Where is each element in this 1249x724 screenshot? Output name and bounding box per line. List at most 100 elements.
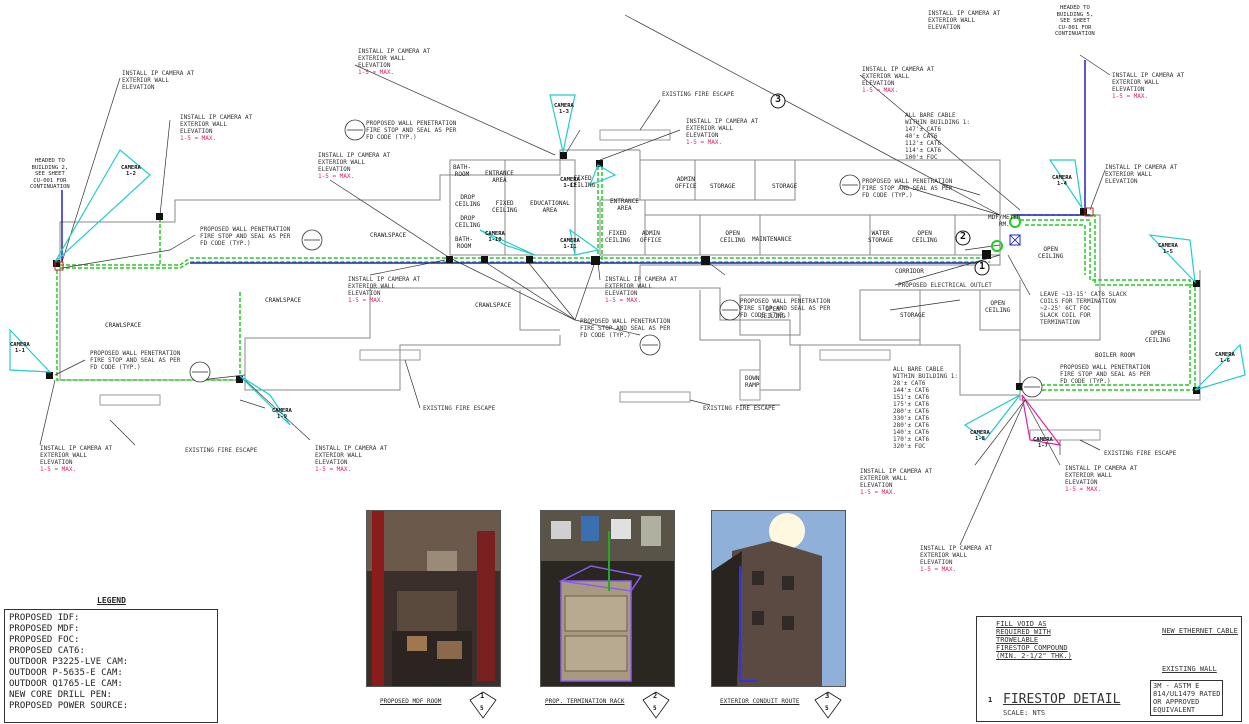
camera-1-11-label: CAMERA 1-11 bbox=[560, 238, 580, 250]
room-open-ceiling: OPEN CEILING bbox=[985, 300, 1011, 314]
install-note: INSTALL IP CAMERA AT EXTERIOR WALL ELEVA… bbox=[686, 118, 759, 146]
camera-1-7-label: CAMERA 1-7 bbox=[1033, 437, 1053, 449]
photo-exterior-conduit-route bbox=[711, 510, 846, 687]
camera-1-1-label: CAMERA 1-1 bbox=[10, 342, 30, 354]
camera-1-6-label: CAMERA 1-6 bbox=[1215, 352, 1235, 364]
room-open-ceiling: OPEN CEILING bbox=[1145, 330, 1171, 344]
legend-row-cam-p5635: OUTDOOR P-5635-E CAM: bbox=[9, 668, 123, 678]
room-bathroom: BATH- ROOM bbox=[453, 164, 472, 178]
legend-box: PROPOSED IDF: PROPOSED MDF: PROPOSED FOC… bbox=[4, 609, 218, 723]
room-entrance-area: ENTRANCE AREA bbox=[610, 198, 639, 212]
legend-row-cat6: PROPOSED CAT6: bbox=[9, 646, 85, 656]
camera-1-4-label: CAMERA 1-4 bbox=[1052, 175, 1072, 187]
legend-title: LEGEND bbox=[97, 596, 126, 605]
cable-summary-note: ALL BARE CABLE WITHIN BUILDING 1: 147'± … bbox=[905, 112, 971, 161]
room-admin-office: ADMIN OFFICE bbox=[640, 230, 662, 244]
photo-proposed-mdf-room bbox=[366, 510, 501, 687]
photo-sheet-number: 5 bbox=[653, 705, 657, 712]
room-open-ceiling: OPEN CEILING bbox=[760, 306, 786, 320]
photo-termination-rack bbox=[540, 510, 675, 687]
room-open-ceiling: OPEN CEILING bbox=[912, 230, 938, 244]
wall-penetration-note: PROPOSED WALL PENETRATION FIRE STOP AND … bbox=[580, 318, 671, 339]
install-note: INSTALL IP CAMERA AT EXTERIOR WALL ELEVA… bbox=[920, 545, 993, 573]
firestop-title: FIRESTOP DETAIL bbox=[1003, 692, 1121, 707]
install-note: INSTALL IP CAMERA AT EXTERIOR WALL ELEVA… bbox=[605, 276, 678, 304]
legend-row-cam-p3225: OUTDOOR P3225-LVE CAM: bbox=[9, 657, 129, 667]
wall-penetration-note: PROPOSED WALL PENETRATION FIRE STOP AND … bbox=[366, 120, 457, 141]
room-maintenance: MAINTENANCE bbox=[752, 236, 792, 243]
install-note: INSTALL IP CAMERA AT EXTERIOR WALL ELEVA… bbox=[1105, 164, 1178, 185]
marker-1: 1 bbox=[979, 261, 986, 272]
install-note: INSTALL IP CAMERA AT EXTERIOR WALL ELEVA… bbox=[122, 70, 195, 91]
firestop-number: 1 bbox=[988, 696, 993, 704]
room-storage: STORAGE bbox=[710, 183, 736, 190]
slack-coil-note: LEAVE ~13-15' CAT6 SLACK COILS FOR TERMI… bbox=[1040, 291, 1127, 326]
photo-sheet-number: 5 bbox=[825, 705, 829, 712]
room-storage: STORAGE bbox=[900, 312, 926, 319]
room-drop-ceiling: DROP CEILING bbox=[455, 215, 481, 229]
legend-row-core-drill: NEW CORE DRILL PEN: bbox=[9, 690, 112, 700]
room-boiler-room: BOILER ROOM bbox=[1095, 352, 1135, 359]
room-fixed-ceiling: FIXED CEILING bbox=[605, 230, 631, 244]
firestop-rating-note: 3M - ASTM E 814/UL1479 RATED OR APPROVED… bbox=[1150, 680, 1224, 716]
camera-1-10-label: CAMERA 1-10 bbox=[485, 231, 505, 243]
room-crawlspace: CRAWLSPACE bbox=[475, 302, 512, 309]
room-mdf-meter: MDF/METER RM. bbox=[988, 214, 1021, 228]
wall-penetration-note: PROPOSED WALL PENETRATION FIRE STOP AND … bbox=[1060, 364, 1151, 385]
room-fixed-ceiling: FIXED CEILING bbox=[570, 175, 596, 189]
marker-2: 2 bbox=[960, 231, 967, 242]
install-note: INSTALL IP CAMERA AT EXTERIOR WALL ELEVA… bbox=[860, 468, 933, 496]
room-crawlspace: CRAWLSPACE bbox=[370, 232, 407, 239]
firestop-new-cable-label: NEW ETHERNET CABLE bbox=[1162, 627, 1238, 635]
room-corridor: CORRIDOR bbox=[895, 268, 924, 275]
photo-number: 1 bbox=[480, 692, 485, 700]
room-fixed-ceiling: FIXED CEILING bbox=[492, 200, 518, 214]
install-note: INSTALL IP CAMERA AT EXTERIOR WALL ELEVA… bbox=[40, 445, 113, 473]
electrical-outlet-note: PROPOSED ELECTRICAL OUTLET bbox=[898, 282, 992, 289]
legend-row-mdf: PROPOSED MDF: bbox=[9, 624, 80, 634]
wall-penetration-note: PROPOSED WALL PENETRATION FIRE STOP AND … bbox=[200, 226, 291, 247]
camera-1-8-label: CAMERA 1-8 bbox=[970, 430, 990, 442]
wall-penetration-note: PROPOSED WALL PENETRATION FIRE STOP AND … bbox=[90, 350, 181, 371]
room-educational-area: EDUCATIONAL AREA bbox=[530, 200, 570, 214]
room-crawlspace: CRAWLSPACE bbox=[105, 322, 142, 329]
camera-1-9-label: CAMERA 1-9 bbox=[272, 408, 292, 420]
firestop-fill-note: FILL VOID AS REQUIRED WITH TROWELABLE FI… bbox=[996, 620, 1072, 660]
room-down-ramp: DOWN RAMP bbox=[745, 375, 760, 389]
photo-number: 2 bbox=[653, 692, 658, 700]
room-water-storage: WATER STORAGE bbox=[868, 230, 894, 244]
photo-sheet-number: 5 bbox=[480, 705, 484, 712]
fire-escape-label: EXISTING FIRE ESCAPE bbox=[703, 405, 776, 412]
room-open-ceiling: OPEN CEILING bbox=[1038, 246, 1064, 260]
fire-escape-label: EXISTING FIRE ESCAPE bbox=[662, 91, 735, 98]
legend-row-foc: PROPOSED FOC: bbox=[9, 635, 80, 645]
camera-1-3-label: CAMERA 1-3 bbox=[554, 103, 574, 115]
legend-row-power-source: PROPOSED POWER SOURCE: bbox=[9, 701, 129, 711]
camera-1-12-label: CAMERA 1-12 bbox=[560, 177, 580, 189]
firestop-scale: SCALE: NTS bbox=[1003, 709, 1046, 717]
room-drop-ceiling: DROP CEILING bbox=[455, 194, 481, 208]
install-note: INSTALL IP CAMERA AT EXTERIOR WALL ELEVA… bbox=[928, 10, 1001, 31]
wall-penetration-note: PROPOSED WALL PENETRATION FIRE STOP AND … bbox=[862, 178, 953, 199]
install-note: INSTALL IP CAMERA AT EXTERIOR WALL ELEVA… bbox=[318, 152, 391, 180]
photo-caption: EXTERIOR CONDUIT ROUTE bbox=[720, 698, 800, 705]
room-bathroom: BATH- ROOM bbox=[455, 236, 474, 250]
room-entrance-area: ENTRANCE AREA bbox=[485, 170, 514, 184]
marker-3: 3 bbox=[775, 94, 782, 105]
firestop-existing-wall-label: EXISTING WALL bbox=[1162, 665, 1217, 673]
fire-escape-label: EXISTING FIRE ESCAPE bbox=[1104, 450, 1177, 457]
headed-to-building-5-note: HEADED TO BUILDING 5, SEE SHEET CU-001 F… bbox=[1055, 5, 1095, 37]
install-note: INSTALL IP CAMERA AT EXTERIOR WALL ELEVA… bbox=[348, 276, 421, 304]
wall-penetration-note: PROPOSED WALL PENETRATION FIRE STOP AND … bbox=[740, 298, 831, 319]
fire-escape-label: EXISTING FIRE ESCAPE bbox=[423, 405, 496, 412]
headed-to-building-2-note: HEADED TO BUILDING 2, SEE SHEET CU-001 F… bbox=[30, 158, 70, 190]
install-note: INSTALL IP CAMERA AT EXTERIOR WALL ELEVA… bbox=[862, 66, 935, 94]
room-crawlspace: CRAWLSPACE bbox=[265, 297, 302, 304]
legend-row-cam-q1765: OUTDOOR Q1765-LE CAM: bbox=[9, 679, 123, 689]
room-open-ceiling: OPEN CEILING bbox=[720, 230, 746, 244]
camera-1-2-label: CAMERA 1-2 bbox=[121, 165, 141, 177]
cable-summary-note: ALL BARE CABLE WITHIN BUILDING 1: 28'± C… bbox=[893, 366, 959, 450]
install-note: INSTALL IP CAMERA AT EXTERIOR WALL ELEVA… bbox=[180, 114, 253, 142]
install-note: INSTALL IP CAMERA AT EXTERIOR WALL ELEVA… bbox=[1065, 465, 1138, 493]
